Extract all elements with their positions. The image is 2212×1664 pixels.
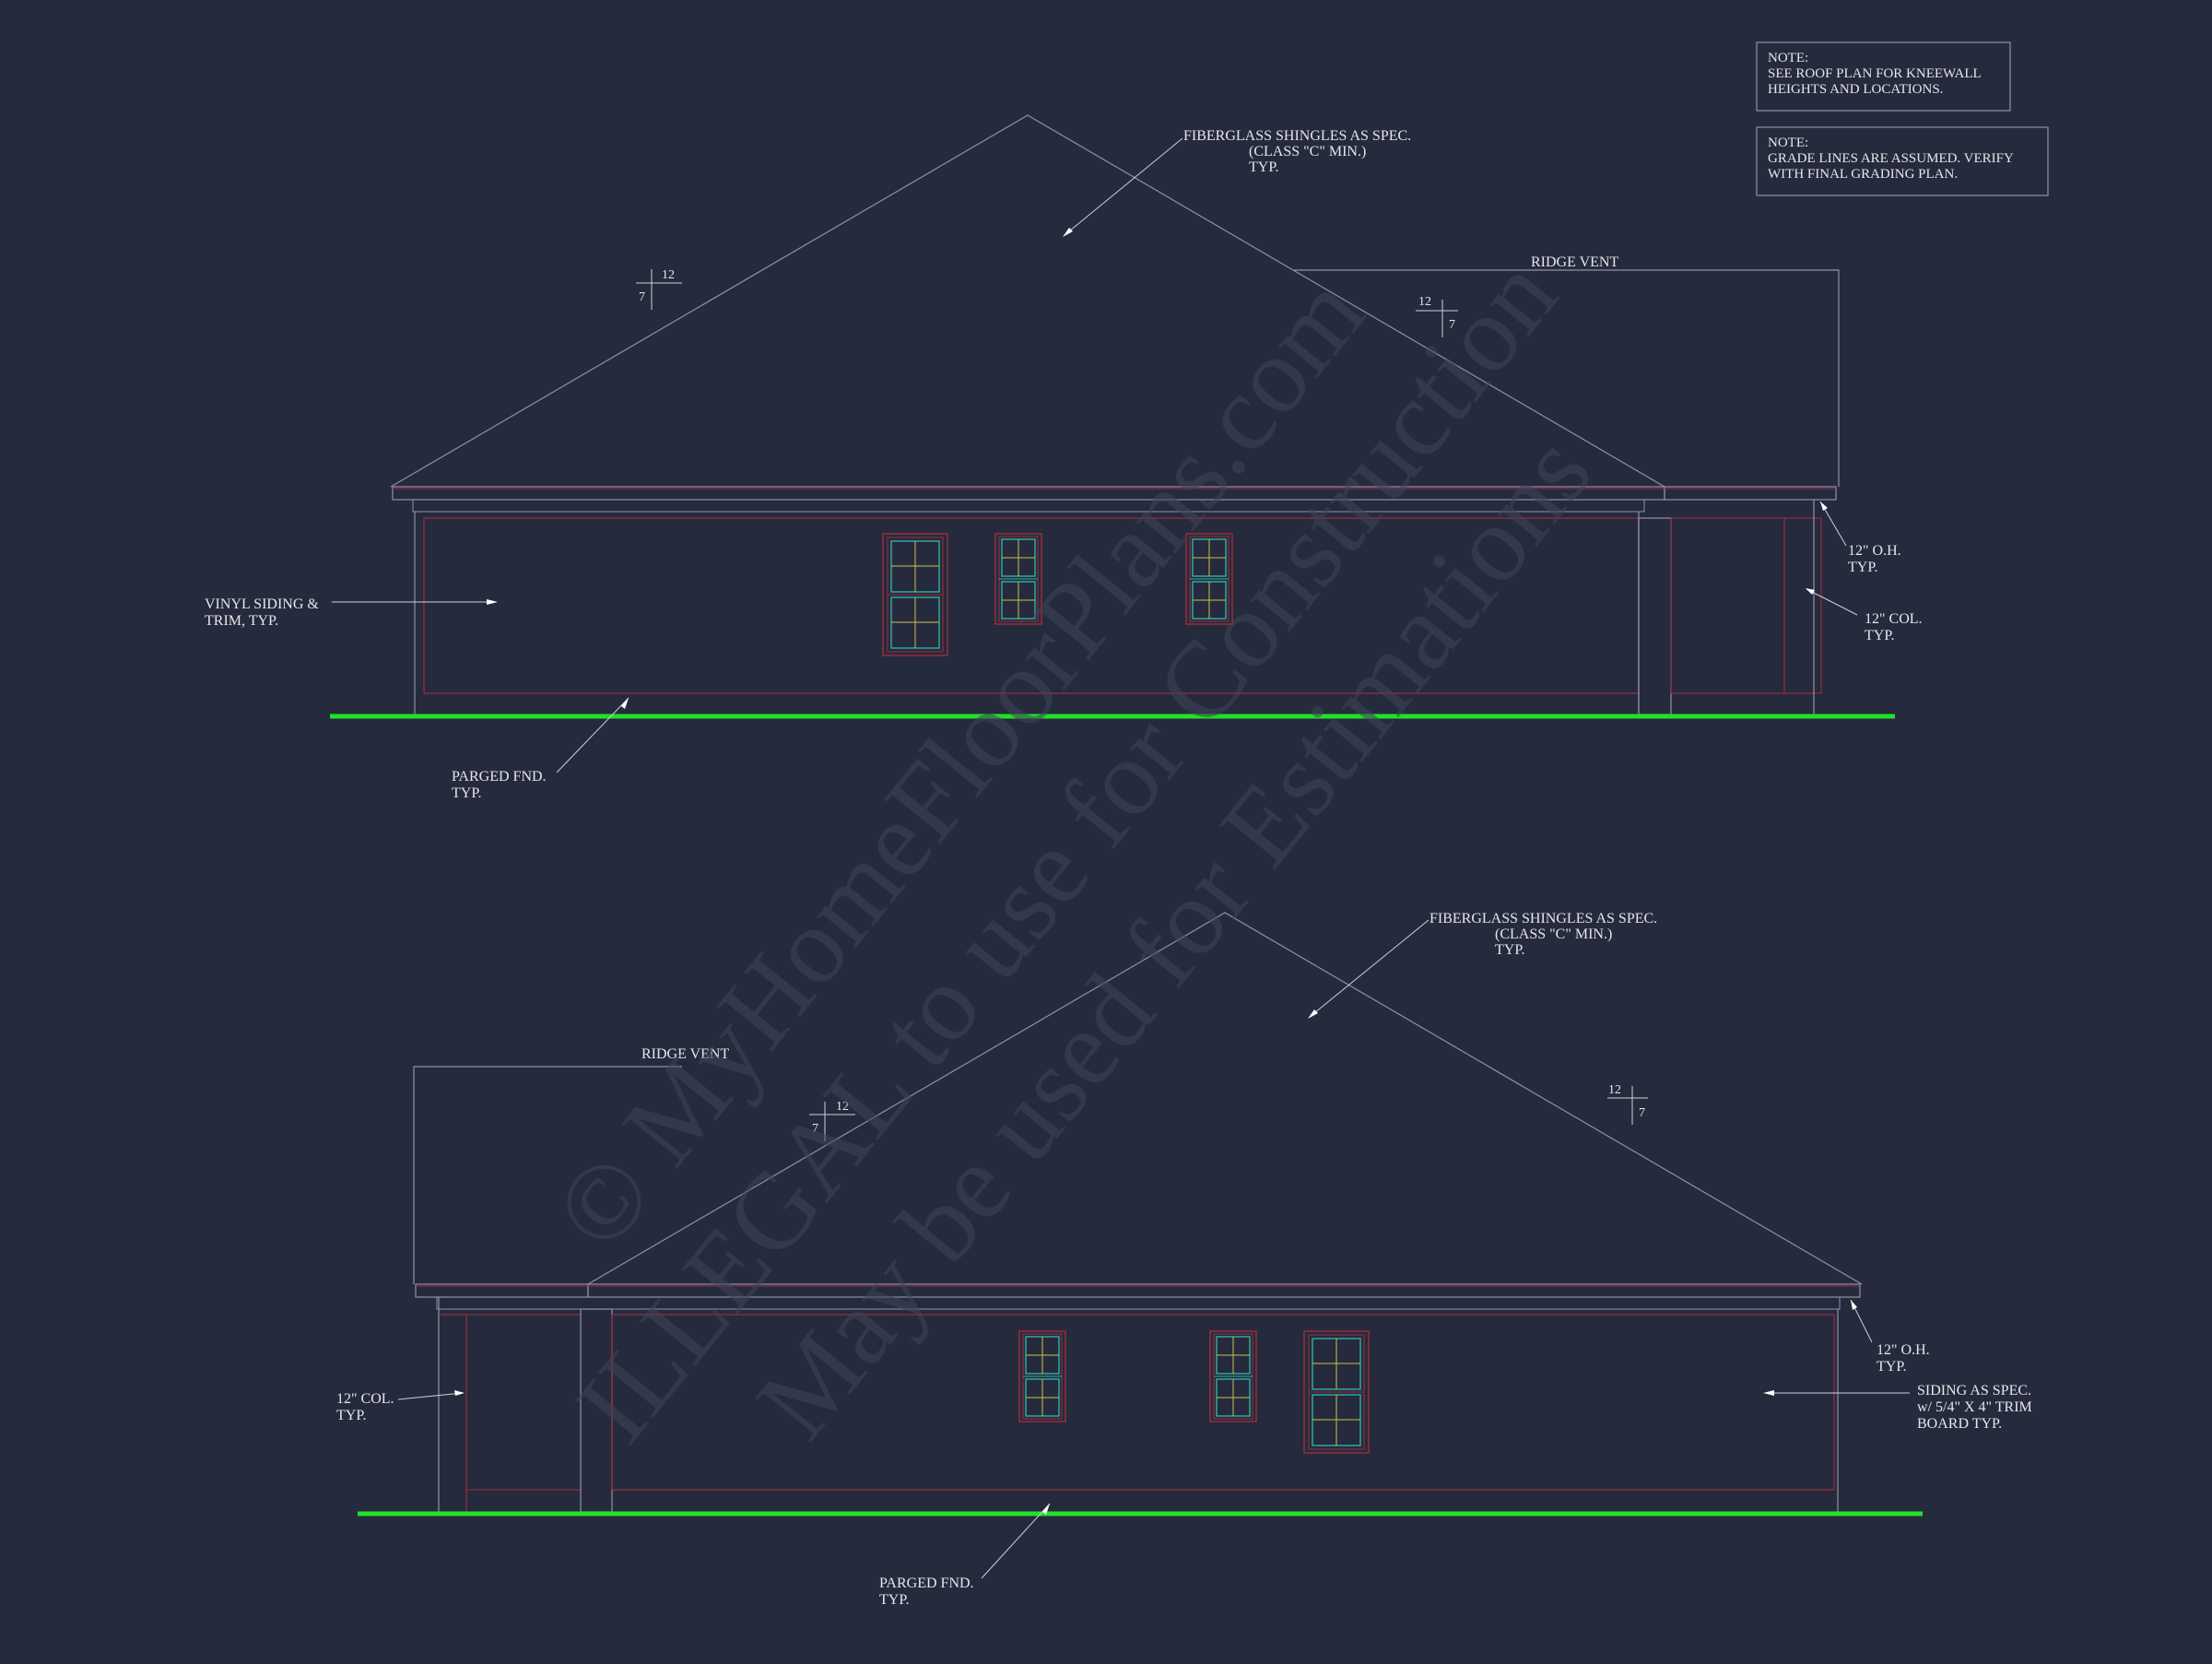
- svg-text:TYP.: TYP.: [1848, 560, 1877, 575]
- window-bottom-1: [1018, 1330, 1066, 1422]
- window-top-1: [882, 533, 948, 656]
- window-bottom-2: [1209, 1330, 1257, 1422]
- elevation-top: 12 7 12 7 FIBERGLASS SHINGLES AS SPEC. (…: [205, 114, 1923, 801]
- porch-post-top: [1638, 517, 1672, 715]
- wall-siding-bottom: [611, 1314, 1835, 1491]
- svg-text:12: 12: [1608, 1083, 1621, 1097]
- svg-text:TYP.: TYP.: [1249, 159, 1278, 175]
- ridge-vent-label-bottom: RIDGE VENT: [641, 1046, 729, 1062]
- svg-text:7: 7: [812, 1122, 818, 1136]
- pitch-symbol-bottom-left: 12 7: [809, 1100, 855, 1141]
- svg-text:BOARD TYP.: BOARD TYP.: [1917, 1416, 2002, 1432]
- window-bottom-3: [1303, 1330, 1370, 1454]
- svg-text:PARGED FND.: PARGED FND.: [452, 769, 547, 785]
- svg-text:TYP.: TYP.: [1495, 942, 1524, 958]
- svg-text:NOTE:: NOTE:: [1768, 136, 1808, 150]
- callout-column-top: 12" COL. TYP.: [1806, 588, 1923, 643]
- svg-text:TYP.: TYP.: [336, 1408, 366, 1423]
- callout-foundation-top: PARGED FND. TYP.: [452, 697, 629, 801]
- svg-text:7: 7: [639, 290, 645, 304]
- svg-text:WITH FINAL GRADING PLAN.: WITH FINAL GRADING PLAN.: [1768, 167, 1958, 182]
- callout-shingles-top: FIBERGLASS SHINGLES AS SPEC. (CLASS "C" …: [1063, 128, 1411, 237]
- main-roof-outline-bottom: [587, 912, 1863, 1285]
- svg-text:FIBERGLASS SHINGLES AS SPEC.: FIBERGLASS SHINGLES AS SPEC.: [1183, 128, 1411, 144]
- pitch-symbol-top-right: 12 7: [1416, 295, 1458, 337]
- svg-text:12: 12: [662, 268, 675, 282]
- svg-text:SEE ROOF PLAN FOR KNEEWALL: SEE ROOF PLAN FOR KNEEWALL: [1768, 66, 1982, 81]
- svg-text:TYP.: TYP.: [452, 785, 481, 801]
- callout-foundation-bottom: PARGED FND. TYP.: [879, 1503, 1051, 1608]
- kneewall-roof-outline-bottom: [413, 1066, 682, 1284]
- pitch-symbol-bottom-right: 12 7: [1607, 1083, 1648, 1125]
- callout-siding-bottom: SIDING AS SPEC. w/ 5/4" X 4" TRIM BOARD …: [1763, 1383, 2032, 1432]
- svg-text:12" O.H.: 12" O.H.: [1848, 543, 1901, 559]
- watermark: © MyHomeFloorPlans.com ILLEGAL to use fo…: [531, 235, 1615, 1463]
- svg-text:7: 7: [1449, 318, 1455, 332]
- svg-text:FIBERGLASS SHINGLES AS SPEC.: FIBERGLASS SHINGLES AS SPEC.: [1430, 911, 1657, 926]
- svg-text:12" COL.: 12" COL.: [1865, 611, 1923, 627]
- svg-text:TYP.: TYP.: [1877, 1359, 1906, 1375]
- callout-shingles-bottom: FIBERGLASS SHINGLES AS SPEC. (CLASS "C" …: [1308, 911, 1657, 1019]
- pitch-symbol-top-left: 12 7: [636, 268, 682, 310]
- svg-text:w/ 5/4" X 4" TRIM: w/ 5/4" X 4" TRIM: [1917, 1399, 2032, 1415]
- column-top: [1783, 517, 1815, 694]
- note-kneewall: NOTE: SEE ROOF PLAN FOR KNEEWALL HEIGHTS…: [1756, 41, 2011, 112]
- main-roof-outline: [390, 114, 1665, 488]
- fascia-porch: [1664, 486, 1837, 501]
- svg-text:(CLASS "C" MIN.): (CLASS "C" MIN.): [1495, 926, 1612, 942]
- callout-siding-top: VINYL SIDING & TRIM, TYP.: [205, 596, 498, 629]
- svg-text:HEIGHTS AND LOCATIONS.: HEIGHTS AND LOCATIONS.: [1768, 82, 1943, 97]
- column-bottom: [438, 1314, 467, 1513]
- callout-column-bottom: 12" COL. TYP.: [336, 1390, 465, 1423]
- callout-overhang-top: 12" O.H. TYP.: [1819, 501, 1901, 575]
- svg-text:12" O.H.: 12" O.H.: [1877, 1342, 1930, 1358]
- svg-text:12: 12: [1418, 295, 1431, 309]
- svg-text:VINYL SIDING &: VINYL SIDING &: [205, 596, 319, 612]
- elevation-bottom: 12 7 12 7 FIBERGLASS SHINGLES AS SPEC. (…: [336, 911, 2032, 1608]
- svg-text:12" COL.: 12" COL.: [336, 1391, 394, 1407]
- ridge-vent-label-top: RIDGE VENT: [1531, 254, 1618, 270]
- svg-text:TRIM, TYP.: TRIM, TYP.: [205, 613, 278, 629]
- svg-text:(CLASS "C" MIN.): (CLASS "C" MIN.): [1249, 144, 1366, 159]
- svg-text:GRADE LINES ARE ASSUMED. VERIF: GRADE LINES ARE ASSUMED. VERIFY: [1768, 151, 2014, 166]
- svg-text:12: 12: [836, 1100, 849, 1114]
- note-grade-lines: NOTE: GRADE LINES ARE ASSUMED. VERIFY WI…: [1756, 126, 2049, 196]
- svg-text:PARGED FND.: PARGED FND.: [879, 1575, 974, 1591]
- svg-text:TYP.: TYP.: [879, 1592, 909, 1608]
- svg-text:SIDING AS SPEC.: SIDING AS SPEC.: [1917, 1383, 2031, 1398]
- svg-text:ILLEGAL to use for Constructio: ILLEGAL to use for Construction: [553, 235, 1580, 1463]
- kneewall-roof-outline: [1294, 269, 1840, 487]
- callout-overhang-bottom: 12" O.H. TYP.: [1850, 1299, 1930, 1375]
- svg-text:TYP.: TYP.: [1865, 628, 1894, 643]
- svg-text:NOTE:: NOTE:: [1768, 51, 1808, 65]
- svg-text:7: 7: [1639, 1106, 1645, 1120]
